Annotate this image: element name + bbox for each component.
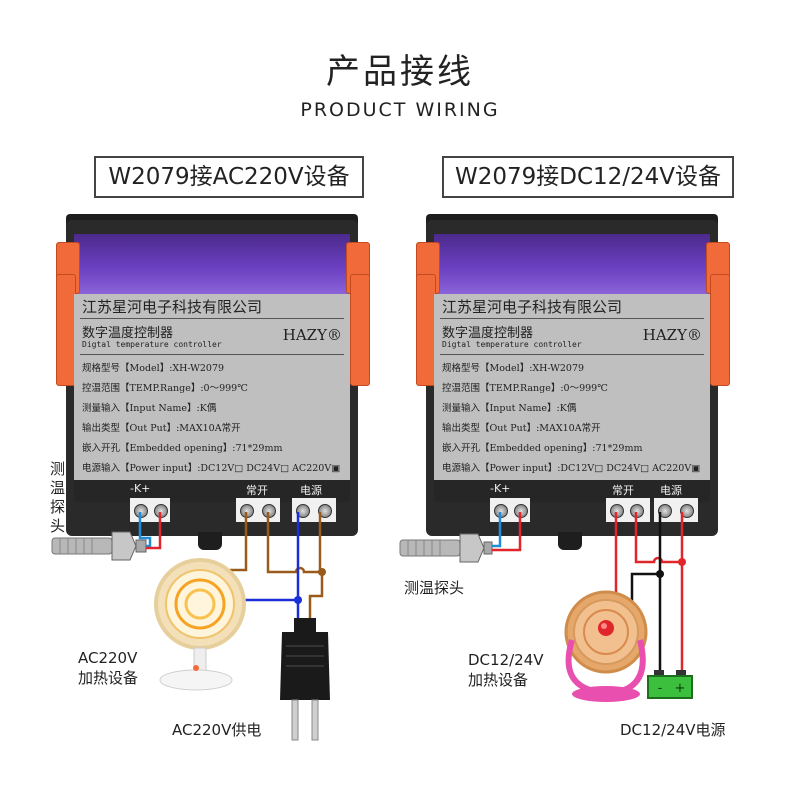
wire-junction — [294, 596, 302, 604]
device-foot — [198, 532, 222, 550]
sensor-wire-red — [146, 512, 162, 550]
spec-input: 测量输入【Input Name】:K偶 — [442, 403, 577, 414]
label-divider — [80, 318, 344, 319]
sensor-label-right: 测温探头 — [404, 579, 465, 597]
terminal-bar — [74, 480, 350, 502]
spec-model: 规格型号【Model】:XH-W2079 — [442, 363, 585, 374]
sensor-label-left: 测 温 探 头 — [50, 460, 66, 535]
terminal-label-relay: 常开 — [246, 484, 268, 497]
terminal-screw[interactable] — [318, 504, 332, 518]
terminal-label-power: 电源 — [660, 484, 682, 497]
relay-wire-red — [634, 512, 682, 564]
spec-opening: 嵌入开孔【Embedded opening】:71*29mm — [442, 443, 643, 454]
label-divider — [80, 354, 344, 355]
mounting-clip — [710, 274, 730, 386]
brand-logo: HAZY® — [282, 326, 342, 344]
supply-label-left: AC220V供电 — [172, 721, 262, 739]
spec-input: 测量输入【Input Name】:K偶 — [82, 403, 217, 414]
spec-label: 江苏星河电子科技有限公司 数字温度控制器 Digtal temperature … — [74, 294, 350, 480]
wire-junction — [656, 570, 664, 578]
product-name: 数字温度控制器 — [442, 326, 534, 341]
terminal-screw[interactable] — [658, 504, 672, 518]
display-window — [434, 234, 710, 294]
product-name-en: Digtal temperature controller — [82, 340, 222, 349]
spec-label: 江苏星河电子科技有限公司 数字温度控制器 Digtal temperature … — [434, 294, 710, 480]
spec-output: 输出类型【Out Put】:MAX10A常开 — [442, 423, 601, 434]
battery-minus-label: - — [658, 681, 663, 696]
sensor-wire-red — [492, 512, 522, 552]
controller-device-right: 江苏星河电子科技有限公司 数字温度控制器 Digtal temperature … — [416, 214, 730, 550]
spec-range: 控温范围【TEMP.Range】:0～999℃ — [82, 383, 248, 394]
temperature-probe-icon — [399, 533, 493, 563]
heater-label-left: AC220V 加热设备 — [78, 649, 139, 687]
wire-junction — [678, 558, 686, 566]
terminal-bar — [434, 480, 710, 502]
spec-range: 控温范围【TEMP.Range】:0～999℃ — [442, 383, 608, 394]
ac-plug-icon — [280, 618, 330, 741]
mounting-clip — [350, 274, 370, 386]
controller-device-left: 江苏星河电子科技有限公司 数字温度控制器 Digtal temperature … — [56, 214, 370, 550]
terminal-label-relay: 常开 — [612, 484, 634, 497]
label-divider — [440, 318, 704, 319]
battery-icon — [647, 670, 693, 699]
heater-wire-brown — [230, 512, 248, 572]
power-wire-brown — [266, 512, 324, 620]
terminal-screw[interactable] — [680, 504, 694, 518]
battery-plus-label: + — [675, 681, 686, 696]
company-name: 江苏星河电子科技有限公司 — [82, 298, 263, 316]
supply-label-right: DC12/24V电源 — [620, 721, 726, 739]
spec-power: 电源输入【Power input】:DC12V□ DC24V□ AC220V▣ — [82, 463, 341, 474]
dc-heater-icon — [564, 590, 648, 702]
product-name-en: Digtal temperature controller — [442, 340, 582, 349]
spec-output: 输出类型【Out Put】:MAX10A常开 — [82, 423, 241, 434]
sensor-wire-blue — [138, 512, 152, 548]
temperature-probe-icon — [51, 531, 147, 561]
page-title: 产品接线 — [326, 52, 474, 92]
page-subtitle: PRODUCT WIRING — [300, 99, 500, 121]
spec-opening: 嵌入开孔【Embedded opening】:71*29mm — [82, 443, 283, 454]
spec-power: 电源输入【Power input】:DC12V□ DC24V□ AC220V▣ — [442, 463, 701, 474]
heater-label-right: DC12/24V 加热设备 — [468, 651, 544, 689]
company-name: 江苏星河电子科技有限公司 — [442, 298, 623, 316]
product-name: 数字温度控制器 — [82, 326, 174, 341]
device-foot — [558, 532, 582, 550]
sensor-wire-blue — [492, 512, 502, 548]
terminal-screw[interactable] — [296, 504, 310, 518]
terminal-label-sensor: -K+ — [490, 482, 511, 495]
left-panel-title: W2079接AC220V设备 — [94, 156, 364, 198]
right-panel-title: W2079接DC12/24V设备 — [442, 156, 734, 198]
spec-model: 规格型号【Model】:XH-W2079 — [82, 363, 225, 374]
display-window — [74, 234, 350, 294]
label-divider — [440, 354, 704, 355]
terminal-label-power: 电源 — [300, 484, 322, 497]
terminal-label-sensor: -K+ — [130, 482, 151, 495]
ac-heater-icon — [154, 558, 246, 691]
brand-logo: HAZY® — [642, 326, 702, 344]
